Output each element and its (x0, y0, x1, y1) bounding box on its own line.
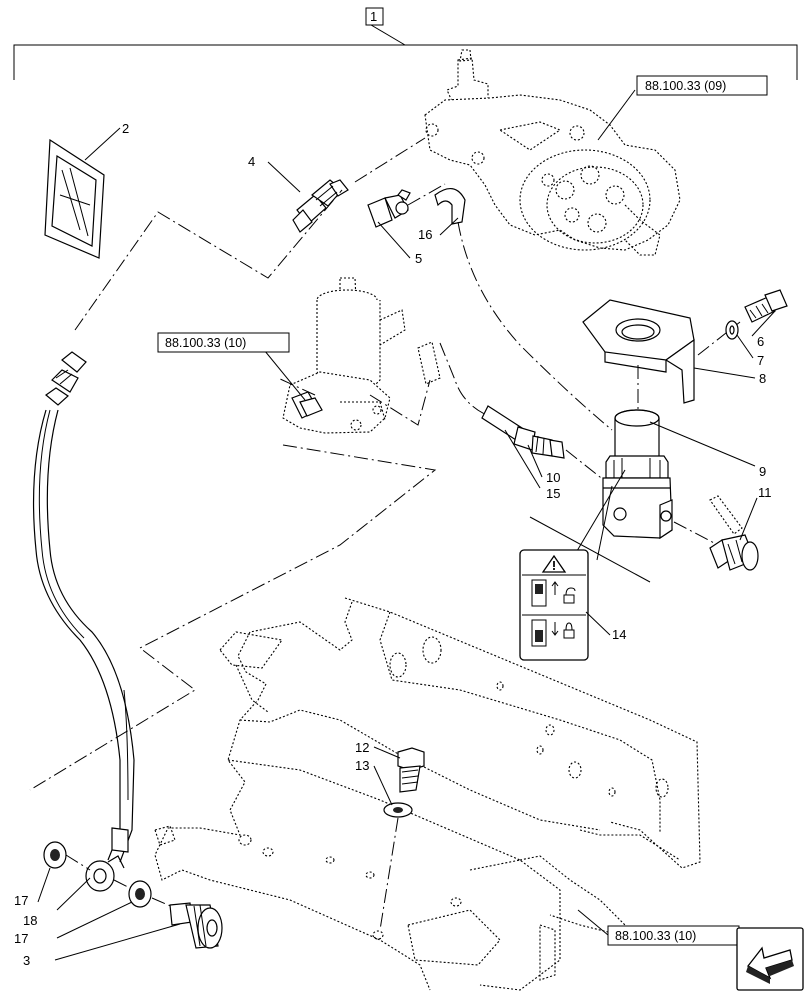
callout-6[interactable]: 6 (757, 334, 764, 349)
machine-frame (154, 597, 701, 991)
ref-valve[interactable]: 88.100.33 (10) (165, 336, 246, 350)
callout-17a[interactable]: 17 (14, 893, 28, 908)
solenoid-valve (282, 277, 406, 434)
assembly-bracket: 1 (13, 7, 798, 80)
part-17-seal-washer-left[interactable] (43, 841, 67, 869)
callout-4[interactable]: 4 (248, 154, 255, 169)
part-4-elbow-fitting[interactable] (292, 179, 349, 233)
warning-triangle-icon (541, 554, 567, 573)
hydraulic-pump (424, 49, 681, 256)
part-3-connector[interactable] (169, 902, 223, 949)
lock-pictogram-icon (531, 619, 575, 647)
part-11-elbow-fitting[interactable] (709, 534, 759, 571)
callout-16[interactable]: 16 (418, 227, 432, 242)
previous-arrow-icon[interactable] (736, 927, 804, 991)
callout-15[interactable]: 15 (546, 486, 560, 501)
callout-9[interactable]: 9 (759, 464, 766, 479)
callout-7[interactable]: 7 (757, 353, 764, 368)
part-6-bolt[interactable] (744, 289, 788, 323)
callout-13[interactable]: 13 (355, 758, 369, 773)
callout-17b[interactable]: 17 (14, 931, 28, 946)
ref-pump[interactable]: 88.100.33 (09) (645, 79, 726, 93)
callout-10[interactable]: 10 (546, 470, 560, 485)
callout-3[interactable]: 3 (23, 953, 30, 968)
unlock-pictogram-icon (531, 579, 576, 607)
part-5-test-coupling[interactable] (367, 189, 411, 228)
part-14-warning-decal[interactable] (519, 549, 589, 661)
part-13-washer[interactable] (383, 802, 413, 818)
part-10-adapter[interactable] (513, 426, 565, 459)
part-7-washer[interactable] (725, 320, 739, 340)
callout-11[interactable]: 11 (758, 485, 772, 500)
part-9-regulator[interactable] (602, 409, 673, 540)
callout-18[interactable]: 18 (23, 913, 37, 928)
part-2-label-sheet[interactable] (44, 138, 105, 259)
part-18-hose-assembly[interactable] (32, 351, 135, 892)
ref-frame[interactable]: 88.100.33 (10) (615, 929, 696, 943)
callout-8[interactable]: 8 (759, 371, 766, 386)
part-12-bolt[interactable] (397, 747, 425, 793)
part-16-cap[interactable] (434, 188, 466, 225)
callout-14[interactable]: 14 (612, 627, 626, 642)
callout-5[interactable]: 5 (415, 251, 422, 266)
part-8-bracket[interactable] (582, 299, 695, 404)
callout-2[interactable]: 2 (122, 121, 129, 136)
assembly-number[interactable]: 1 (370, 9, 377, 24)
part-17-seal-washer-right[interactable] (128, 880, 152, 908)
callout-12[interactable]: 12 (355, 740, 369, 755)
